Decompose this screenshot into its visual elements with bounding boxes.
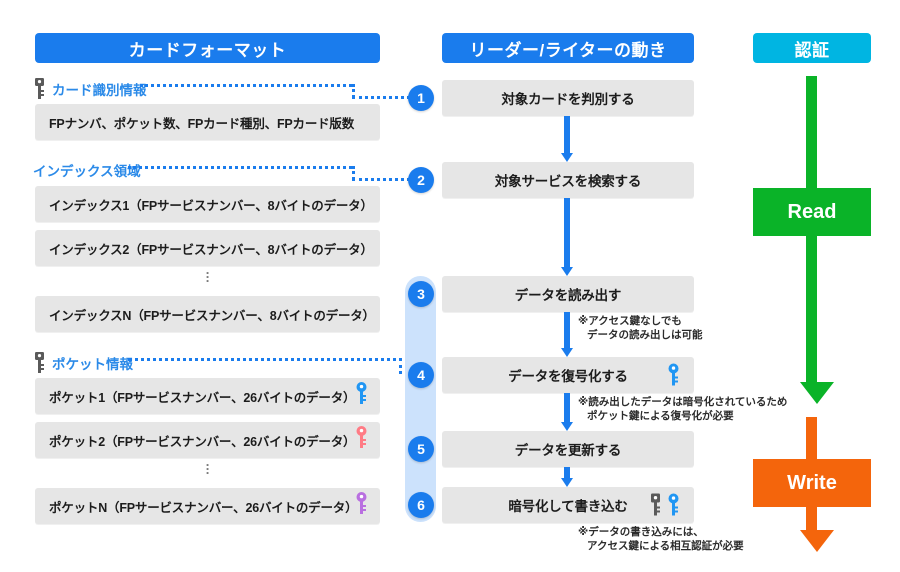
- annotation-line-1: ※データの書き込みには、: [578, 526, 704, 538]
- annotation-line-2: ポケット鍵による復号化が必要: [587, 410, 734, 422]
- access-key-icon: [33, 78, 46, 100]
- row-label: ポケット2（FPサービスナンバー、26バイトのデータ）: [49, 434, 356, 449]
- column-header-authentication-label: 認証: [794, 40, 830, 60]
- flow-step-1-label: 対象カードを判別する: [501, 92, 635, 107]
- vertical-ellipsis-pocket: ...: [205, 454, 210, 477]
- step-badge-5: 5: [408, 436, 434, 462]
- table-row: FPナンバ、ポケット数、FPカード種別、FPカード版数: [35, 104, 380, 140]
- flow-arrow-5-6: [561, 467, 573, 487]
- annotation-decrypt-with-pocket-key: ※読み出したデータは暗号化されているため ポケット鍵による復号化が必要: [578, 395, 787, 423]
- flow-step-2-label: 対象サービスを検索する: [494, 174, 642, 189]
- column-header-reader-writer-label: リーダー/ライターの動き: [469, 40, 667, 60]
- vertical-ellipsis-index: ...: [205, 262, 210, 285]
- row-label: FPナンバ、ポケット数、FPカード種別、FPカード版数: [49, 116, 355, 131]
- annotation-read-without-access-key: ※アクセス鍵なしでも データの読み出しは可能: [578, 314, 703, 342]
- flow-step-5-label: データを更新する: [514, 443, 622, 458]
- section-label-card-identification: カード識別情報: [33, 78, 147, 100]
- flow-highlight-band: [405, 276, 436, 522]
- step-badge-3-number: 3: [417, 286, 425, 302]
- connector-dotted-pocket-to-step4: [128, 358, 410, 361]
- table-row: インデックス2（FPサービスナンバー、8バイトのデータ）: [35, 230, 380, 266]
- column-header-card-format: カードフォーマット: [35, 33, 380, 63]
- read-flow-arrowhead-icon: [800, 382, 834, 404]
- step-badge-1-number: 1: [417, 90, 425, 106]
- connector-dotted-vertical-4: [399, 358, 402, 374]
- flow-step-4-label: データを復号化する: [508, 369, 628, 384]
- access-key-icon: [33, 352, 46, 374]
- table-row: インデックス1（FPサービスナンバー、8バイトのデータ）: [35, 186, 380, 222]
- table-row: インデックスN（FPサービスナンバー、8バイトのデータ）: [35, 296, 380, 332]
- table-row: ポケットN（FPサービスナンバー、26バイトのデータ）: [35, 488, 380, 524]
- step-badge-2: 2: [408, 167, 434, 193]
- table-row: ポケット2（FPサービスナンバー、26バイトのデータ）: [35, 422, 380, 458]
- section-label-pocket-info-text: ポケット情報: [52, 357, 133, 372]
- connector-dotted-card-to-step1: [140, 84, 352, 87]
- flow-arrow-1-2: [561, 116, 573, 162]
- write-block-label: Write: [787, 471, 837, 494]
- connector-dotted-vertical-2: [352, 166, 355, 180]
- column-header-card-format-label: カードフォーマット: [128, 40, 287, 60]
- flow-step-3: データを読み出す: [442, 276, 694, 312]
- step-badge-4: 4: [408, 362, 434, 388]
- step-badge-2-number: 2: [417, 172, 425, 188]
- annotation-line-2: データの読み出しは可能: [587, 329, 703, 341]
- pocket-key-icon: [667, 363, 680, 387]
- row-label: インデックスN（FPサービスナンバー、8バイトのデータ）: [49, 308, 375, 323]
- step-badge-5-number: 5: [417, 441, 425, 457]
- row-label: インデックス1（FPサービスナンバー、8バイトのデータ）: [49, 198, 373, 213]
- row-label: ポケット1（FPサービスナンバー、26バイトのデータ）: [49, 390, 356, 405]
- annotation-write-mutual-auth: ※データの書き込みには、 アクセス鍵による相互認証が必要: [578, 525, 744, 553]
- write-block: Write: [753, 459, 871, 507]
- pocket-key-icon: [355, 382, 368, 410]
- table-row: ポケット1（FPサービスナンバー、26バイトのデータ）: [35, 378, 380, 414]
- column-header-authentication: 認証: [753, 33, 871, 63]
- flow-step-1: 対象カードを判別する: [442, 80, 694, 116]
- pocket-key-icon: [355, 426, 368, 454]
- flow-arrow-2-3: [561, 198, 573, 276]
- annotation-line-1: ※読み出したデータは暗号化されているため: [578, 396, 788, 408]
- connector-dotted-card-to-step1-b: [352, 96, 410, 99]
- connector-dotted-index-to-step2: [128, 166, 352, 169]
- connector-dotted-index-to-step2-b: [352, 178, 410, 181]
- flow-step-5: データを更新する: [442, 431, 694, 467]
- step-badge-1: 1: [408, 85, 434, 111]
- flow-step-4: データを復号化する: [442, 357, 694, 393]
- step-badge-3: 3: [408, 281, 434, 307]
- flow-step-6-label: 暗号化して書き込む: [508, 499, 628, 514]
- flow-arrow-3-4: [561, 312, 573, 357]
- flow-step-2: 対象サービスを検索する: [442, 162, 694, 198]
- section-label-pocket-info: ポケット情報: [33, 352, 133, 374]
- flow-arrow-4-5: [561, 393, 573, 431]
- section-label-card-identification-text: カード識別情報: [52, 83, 147, 98]
- access-key-icon: [649, 493, 662, 517]
- flow-step-4-keys: [667, 363, 680, 387]
- section-label-index-area-text: インデックス領域: [33, 164, 141, 179]
- read-block-label: Read: [787, 200, 837, 223]
- step-badge-6-number: 6: [417, 497, 425, 513]
- row-label: インデックス2（FPサービスナンバー、8バイトのデータ）: [49, 242, 373, 257]
- flow-step-6: 暗号化して書き込む: [442, 487, 694, 523]
- read-block: Read: [753, 188, 871, 236]
- flow-step-3-label: データを読み出す: [514, 288, 622, 303]
- step-badge-4-number: 4: [417, 367, 425, 383]
- annotation-line-2: アクセス鍵による相互認証が必要: [587, 540, 744, 552]
- column-header-reader-writer: リーダー/ライターの動き: [442, 33, 694, 63]
- step-badge-6: 6: [408, 492, 434, 518]
- pocket-key-icon: [667, 493, 680, 517]
- section-label-index-area: インデックス領域: [33, 160, 141, 180]
- connector-dotted-vertical-1: [352, 84, 355, 98]
- write-flow-arrowhead-icon: [800, 530, 834, 552]
- annotation-line-1: ※アクセス鍵なしでも: [578, 315, 682, 327]
- pocket-key-icon: [355, 492, 368, 520]
- row-label: ポケットN（FPサービスナンバー、26バイトのデータ）: [49, 500, 358, 515]
- flow-step-6-keys: [649, 493, 680, 517]
